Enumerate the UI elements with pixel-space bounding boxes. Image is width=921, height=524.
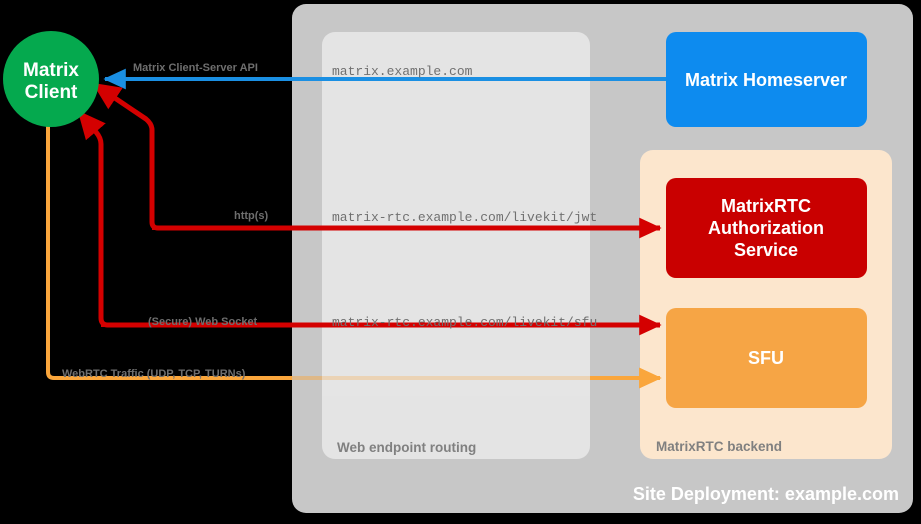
sfu-shape[interactable] bbox=[666, 308, 867, 408]
connection-jwt-http bbox=[92, 81, 662, 239]
label-jwt-http: http(s) bbox=[234, 210, 269, 222]
url-matrix-example-com: matrix.example.com bbox=[332, 64, 473, 79]
web-endpoint-routing-container bbox=[322, 32, 590, 459]
authorization-service-label-line1: MatrixRTC bbox=[721, 196, 811, 216]
web-endpoint-routing-panel bbox=[322, 32, 590, 459]
webrtc-traffic-line bbox=[46, 122, 662, 389]
authorization-service-shape[interactable] bbox=[666, 178, 867, 278]
url-livekit-sfu: matrix-rtc.example.com/livekit/sfu bbox=[332, 315, 597, 330]
matrix-client-label-line1: Matrix bbox=[23, 60, 79, 81]
label-webrtc-traffic: WebRTC Traffic (UDP, TCP, TURNs) bbox=[62, 368, 246, 380]
sfu-label: SFU bbox=[748, 348, 784, 368]
caption-site-deployment: Site Deployment: example.com bbox=[633, 484, 899, 504]
matrix-client-shape[interactable] bbox=[3, 31, 99, 127]
label-client-server-api: Matrix Client-Server API bbox=[133, 62, 258, 74]
matrix-homeserver-label: Matrix Homeserver bbox=[685, 70, 847, 90]
node-authorization-service[interactable]: MatrixRTC Authorization Service bbox=[666, 178, 867, 278]
matrix-client-label-line2: Client bbox=[25, 82, 78, 103]
authorization-service-label-line3: Service bbox=[734, 240, 798, 260]
node-sfu[interactable]: SFU bbox=[666, 308, 867, 408]
node-matrix-client[interactable]: Matrix Client bbox=[3, 31, 99, 127]
caption-web-endpoint-routing: Web endpoint routing bbox=[337, 440, 476, 455]
url-livekit-jwt: matrix-rtc.example.com/livekit/jwt bbox=[332, 210, 597, 225]
connection-sfu-websocket bbox=[77, 110, 662, 336]
caption-matrixrtc-backend: MatrixRTC backend bbox=[656, 439, 782, 454]
node-matrix-homeserver[interactable]: Matrix Homeserver bbox=[666, 32, 867, 127]
webrtc-line-panel-overlap bbox=[322, 360, 590, 396]
webrtc-line-site-overlap bbox=[292, 360, 322, 396]
matrix-homeserver-shape[interactable] bbox=[666, 32, 867, 127]
label-sfu-websocket: (Secure) Web Socket bbox=[148, 316, 258, 328]
authorization-service-label-line2: Authorization bbox=[708, 218, 824, 238]
connection-webrtc-traffic bbox=[46, 122, 662, 396]
